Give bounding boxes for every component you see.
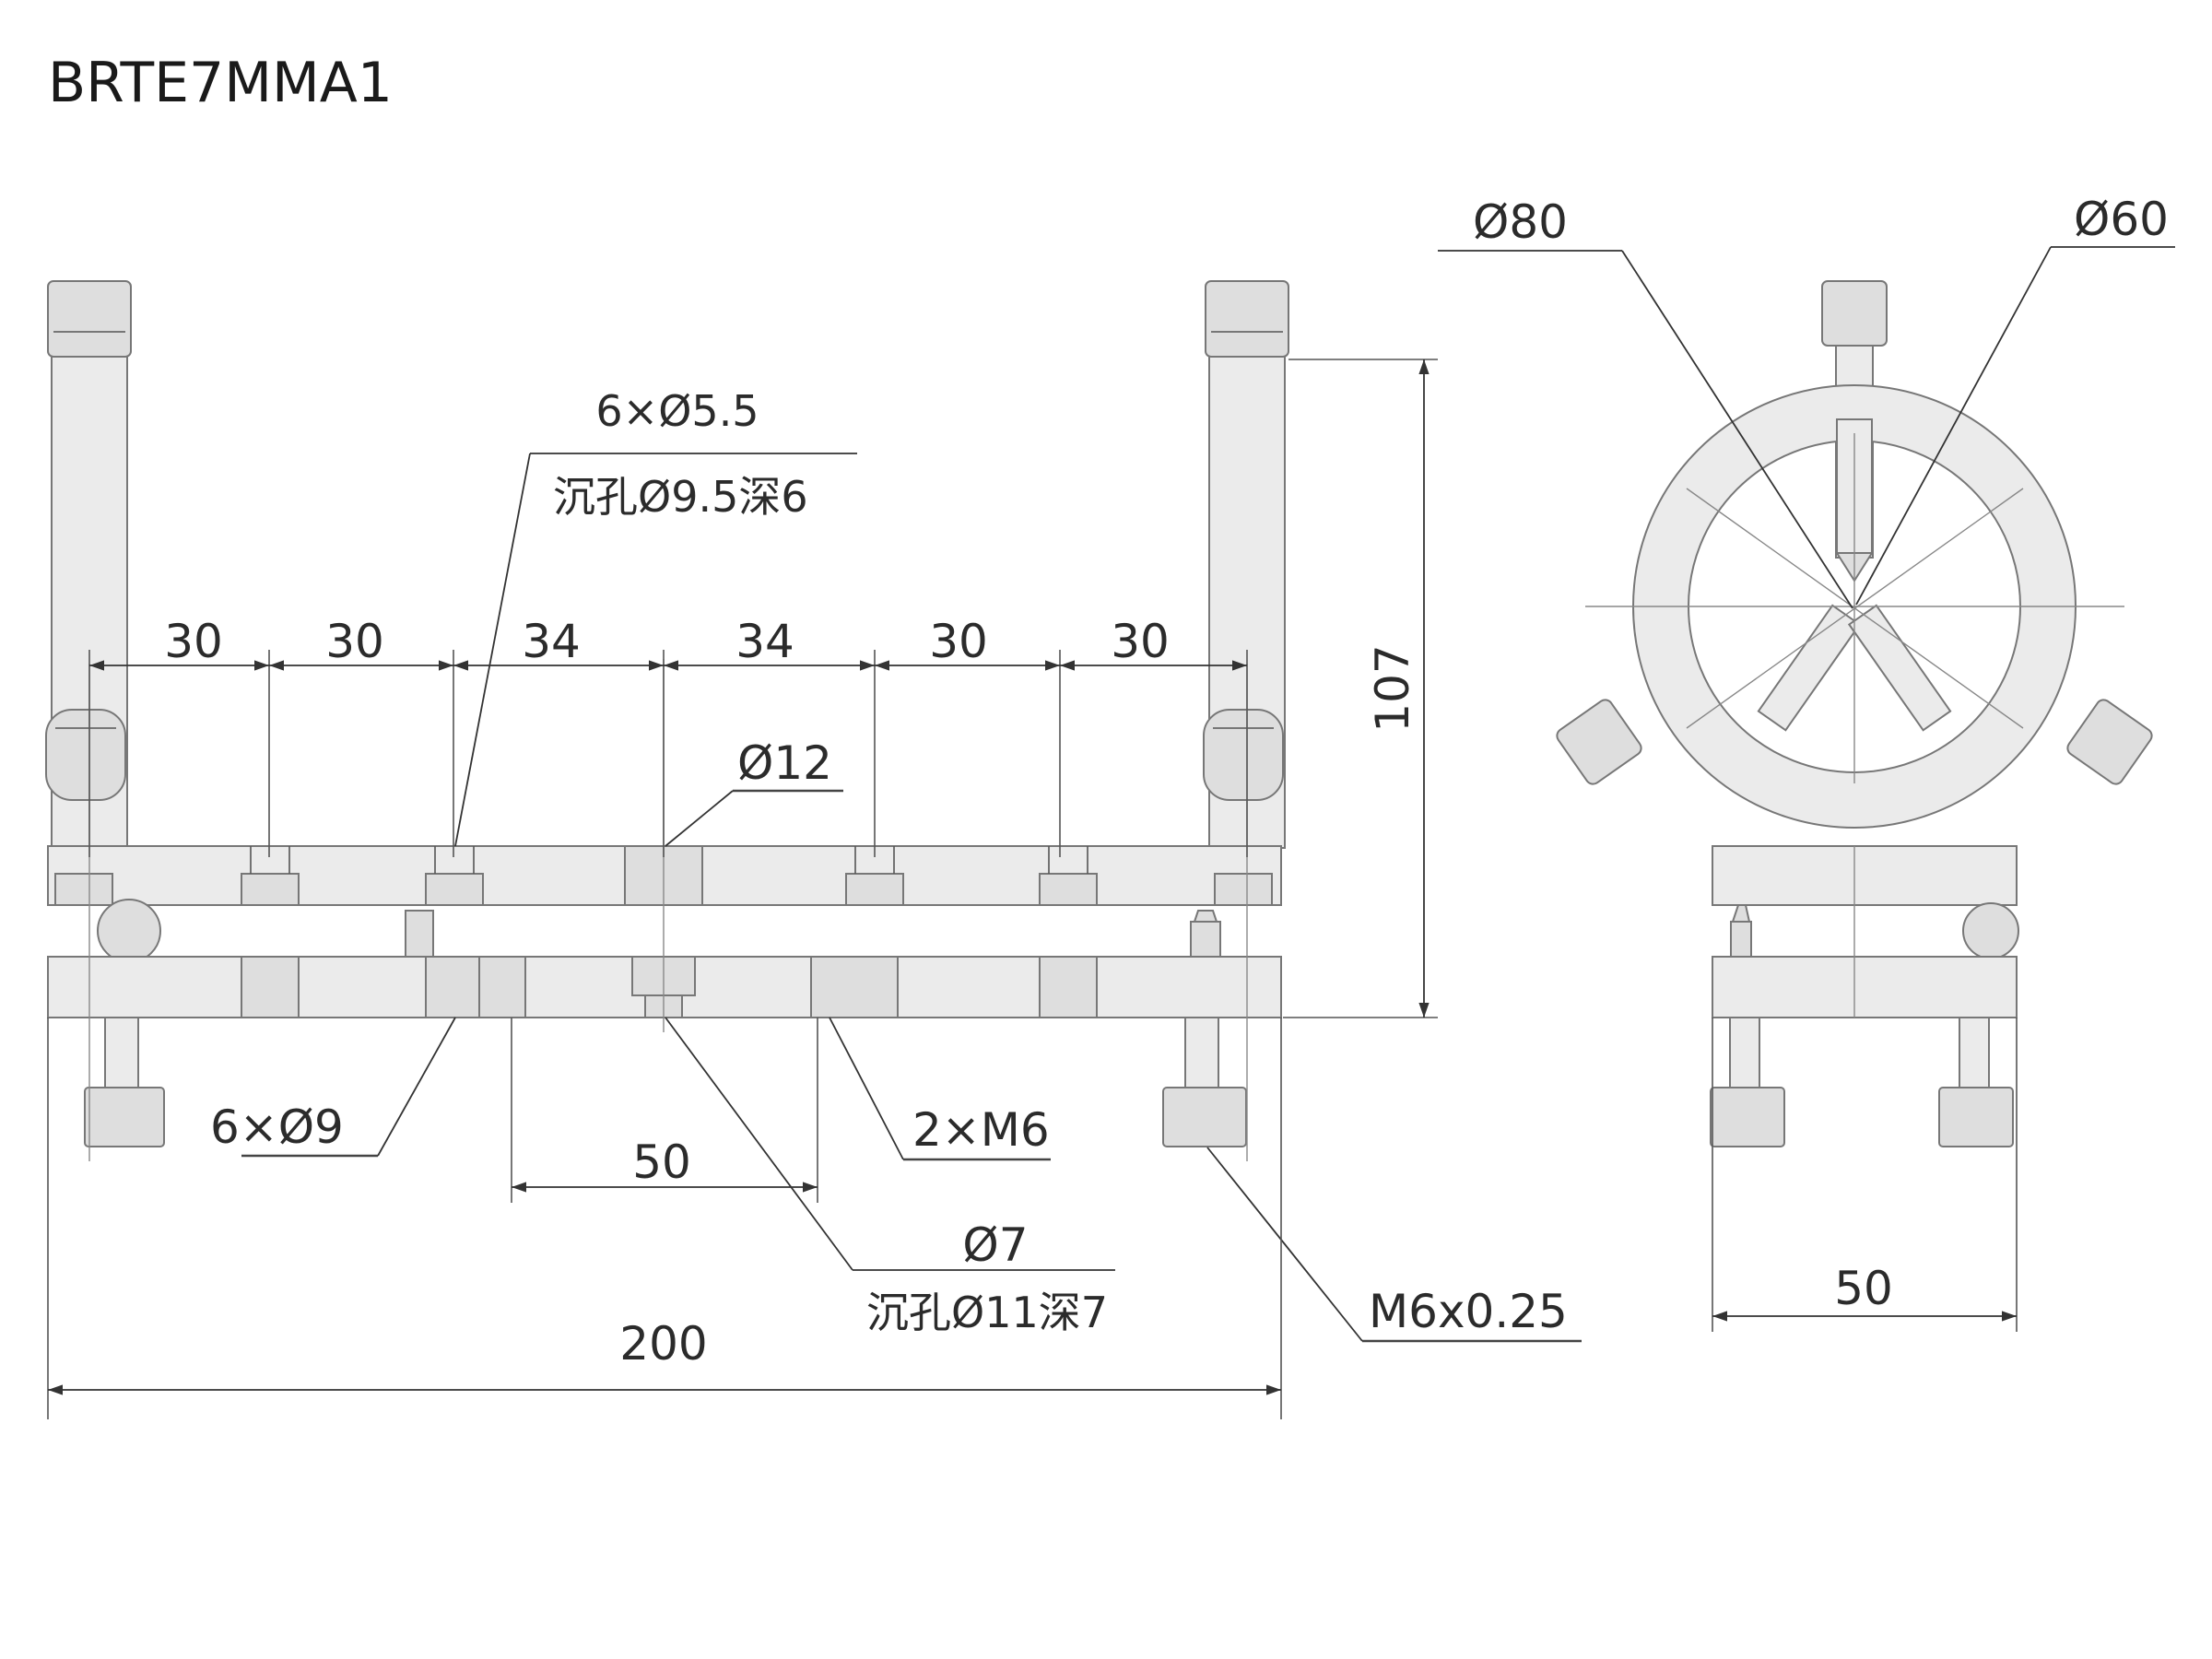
callout-adjuster-thread: M6x0.25 [1206, 1147, 1582, 1343]
callout-counterbore-bottom: Ø7 沉孔Ø11深7 [665, 1017, 1115, 1337]
callout-center-hole: Ø12 [665, 736, 843, 847]
svg-text:2×M6: 2×M6 [912, 1103, 1050, 1157]
top-adjuster-knob [1821, 280, 1888, 347]
callout-thread-holes: 2×M6 [829, 1017, 1051, 1161]
spacing-dim-6: 30 [1111, 615, 1170, 668]
overall-length-dimension: 200 [47, 1018, 1282, 1419]
side-upper-plate [1712, 845, 2018, 906]
right-post-cap [1205, 280, 1289, 358]
callout-outer-diameter: Ø80 [1438, 195, 1853, 609]
adjuster-tip [1190, 921, 1221, 959]
side-view [1556, 280, 2153, 1147]
svg-text:沉孔Ø11深7: 沉孔Ø11深7 [866, 1288, 1108, 1337]
height-dim: 107 [1366, 644, 1419, 732]
svg-text:6×Ø5.5: 6×Ø5.5 [595, 386, 759, 436]
svg-text:沉孔Ø9.5深6: 沉孔Ø9.5深6 [553, 472, 808, 522]
right-side-knob [1203, 709, 1284, 801]
front-spacing-dimensions: 30 30 34 34 30 30 [88, 615, 1248, 857]
left-bottom-knob [84, 1087, 165, 1147]
callout-inner-diameter: Ø60 [1855, 193, 2175, 606]
svg-text:200: 200 [619, 1317, 707, 1371]
callout-counterbore-top: 6×Ø5.5 沉孔Ø9.5深6 [454, 386, 857, 847]
right-bottom-knob [1162, 1087, 1247, 1147]
svg-text:Ø80: Ø80 [1473, 195, 1568, 249]
spacing-dim-2: 30 [325, 615, 384, 668]
svg-text:50: 50 [1834, 1262, 1893, 1315]
spacing-dim-5: 30 [929, 615, 988, 668]
left-side-knob [45, 709, 126, 801]
svg-text:Ø12: Ø12 [737, 736, 832, 790]
front-view [45, 280, 1289, 1161]
callout-through-holes: 6×Ø9 [210, 1017, 456, 1158]
left-side-adjuster-knob [1556, 699, 1642, 785]
left-post-cap [47, 280, 132, 358]
spacing-dim-1: 30 [164, 615, 223, 668]
height-dimension: 107 [1283, 359, 1438, 1018]
svg-text:Ø60: Ø60 [2074, 193, 2169, 246]
spacing-dim-4: 34 [735, 615, 794, 668]
side-lower-plate [1712, 956, 2018, 1018]
svg-text:50: 50 [632, 1135, 691, 1189]
spacing-dim-3: 34 [522, 615, 581, 668]
side-base-width-dimension: 50 [1712, 1018, 2018, 1332]
bottom-spacing-dimension: 50 [511, 1018, 818, 1203]
drawing-title: BRTE7MMA1 [48, 51, 393, 115]
svg-text:M6x0.25: M6x0.25 [1369, 1285, 1568, 1338]
right-side-adjuster-knob [2066, 699, 2153, 785]
svg-text:Ø7: Ø7 [962, 1218, 1028, 1272]
svg-text:6×Ø9: 6×Ø9 [210, 1100, 344, 1154]
ball-bearing [97, 899, 161, 963]
spacer-pin [405, 910, 434, 959]
